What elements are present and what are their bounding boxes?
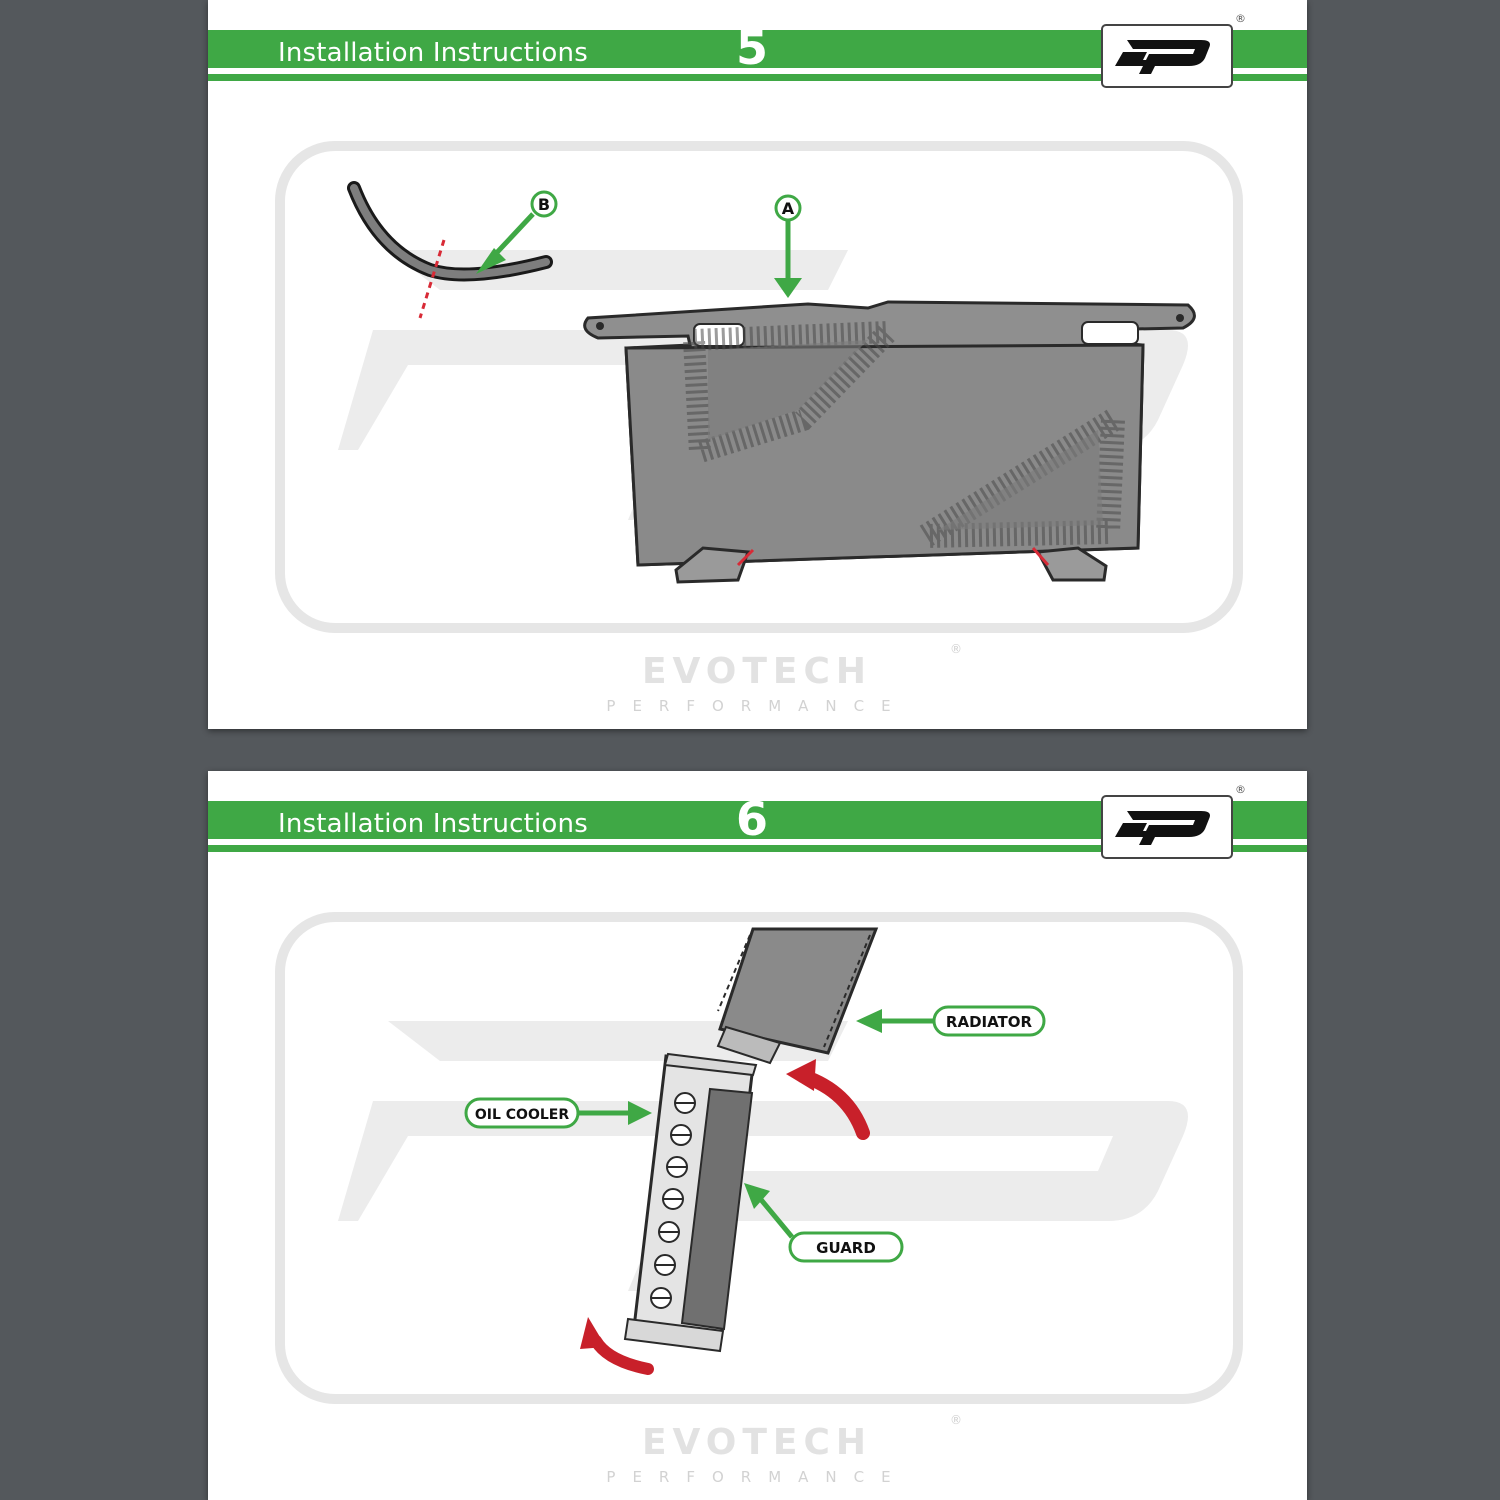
oil-cooler-part [623, 1052, 758, 1353]
illustration-frame [275, 912, 1243, 1404]
instruction-page-step-5: Installation Instructions 5 ® B [208, 0, 1307, 729]
curved-arrow-icon [580, 1317, 654, 1375]
arrow-b-icon: B [476, 190, 558, 274]
arrow-right-icon [628, 1101, 652, 1125]
registered-mark: ® [1235, 12, 1246, 25]
guard-label-text: GUARD [816, 1239, 876, 1257]
illustration-step-5: B A [275, 141, 1243, 633]
footer-brand: EVOTECH [641, 1422, 873, 1463]
callout-a: A [782, 199, 795, 218]
footer-registered-mark: ® [950, 642, 962, 656]
radiator-guard-part [583, 300, 1196, 584]
oil-cooler-label-text: OIL COOLER [475, 1107, 569, 1123]
radiator-part [716, 927, 879, 1065]
footer-subbrand: PERFORMANCE [606, 1468, 908, 1486]
cut-line [418, 239, 446, 319]
header-title: Installation Instructions [278, 809, 588, 839]
footer-subbrand: PERFORMANCE [606, 697, 908, 715]
radiator-label-text: RADIATOR [946, 1013, 1033, 1031]
step-number: 6 [736, 792, 769, 846]
illustration-step-6: RADIATOR OIL COOLER GUARD [275, 912, 1243, 1404]
arrow-icon [744, 1183, 770, 1209]
arrow-left-icon [856, 1009, 882, 1033]
step-number: 5 [736, 21, 769, 75]
illustration-frame [275, 141, 1243, 633]
header-rule [208, 845, 1307, 852]
arrow-a-icon: A [774, 194, 802, 298]
footer-brand: EVOTECH [641, 651, 873, 692]
registered-mark: ® [1235, 783, 1246, 796]
hose-part [347, 181, 553, 319]
callout-b: B [538, 195, 550, 214]
radiator-label: RADIATOR [856, 1005, 1046, 1037]
instruction-page-step-6: Installation Instructions 6 ® [208, 771, 1307, 1500]
header-title: Installation Instructions [278, 38, 588, 68]
guard-label: GUARD [744, 1183, 904, 1263]
guard-panel [680, 1087, 754, 1331]
oil-cooler-label: OIL COOLER [464, 1097, 652, 1129]
ep-logo-icon [1101, 795, 1233, 859]
ep-logo-icon [1101, 24, 1233, 88]
footer-registered-mark: ® [950, 1413, 962, 1427]
header-rule [208, 74, 1307, 81]
curved-arrow-icon [786, 1059, 870, 1140]
